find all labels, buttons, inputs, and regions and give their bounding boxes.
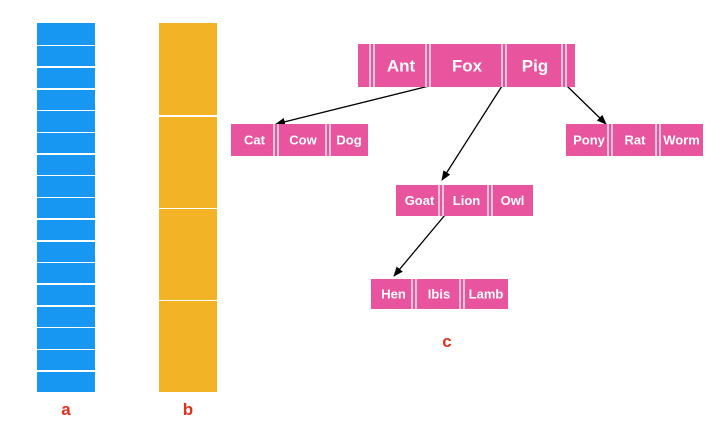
stack-divider — [37, 174, 95, 177]
tree-node-root: Ant Fox Pig — [358, 44, 575, 87]
stack-divider — [37, 283, 95, 285]
node-box — [396, 185, 533, 216]
node-key: Cow — [289, 133, 317, 148]
tree-node-bottom: Hen Ibis Lamb — [371, 279, 508, 309]
node-key: Pony — [573, 133, 606, 148]
stack-divider — [37, 66, 95, 68]
node-key: Dog — [336, 133, 361, 148]
tree-edge-root-right — [566, 85, 607, 125]
node-key: Owl — [501, 193, 525, 208]
stack-divider — [37, 109, 95, 112]
node-key: Hen — [381, 287, 406, 302]
stack-a — [37, 23, 95, 392]
stack-divider — [37, 131, 95, 134]
tree-node-middle: Goat Lion Owl — [396, 185, 533, 216]
label-b: b — [182, 400, 194, 419]
stack-divider — [37, 88, 95, 90]
label-c: c — [442, 332, 451, 351]
stack-divider — [37, 305, 95, 307]
node-key: Ibis — [428, 287, 450, 302]
stack-divider — [37, 218, 95, 220]
label-a: a — [61, 400, 71, 419]
stack-divider — [159, 115, 217, 117]
stack-divider — [159, 299, 217, 302]
stack-divider — [159, 207, 217, 209]
node-key: Pig — [522, 57, 548, 76]
stack-divider — [37, 153, 95, 155]
node-key: Worm — [663, 133, 700, 148]
stack-divider — [37, 196, 95, 199]
node-box — [566, 124, 703, 156]
node-box — [231, 124, 368, 156]
node-key: Ant — [387, 57, 416, 76]
stack-divider — [37, 370, 95, 372]
tree-node-right: Pony Rat Worm — [566, 124, 703, 156]
stack-divider — [37, 44, 95, 47]
node-key: Cat — [244, 133, 266, 148]
node-key: Lamb — [469, 287, 504, 302]
stack-divider — [37, 326, 95, 329]
node-box — [358, 44, 575, 87]
node-box — [371, 279, 508, 309]
node-key: Lion — [453, 193, 480, 208]
tree-node-left: Cat Cow Dog — [231, 124, 368, 156]
stack-divider — [37, 261, 95, 264]
tree-edge-middle-bottom — [393, 214, 446, 277]
stack-divider — [37, 348, 95, 351]
stack-b — [159, 23, 217, 392]
tree-edge-root-middle — [441, 85, 503, 181]
stack-divider — [37, 240, 95, 242]
node-key: Rat — [625, 133, 647, 148]
node-key: Goat — [405, 193, 435, 208]
tree-edge-root-left — [275, 85, 430, 126]
node-key: Fox — [452, 57, 483, 76]
